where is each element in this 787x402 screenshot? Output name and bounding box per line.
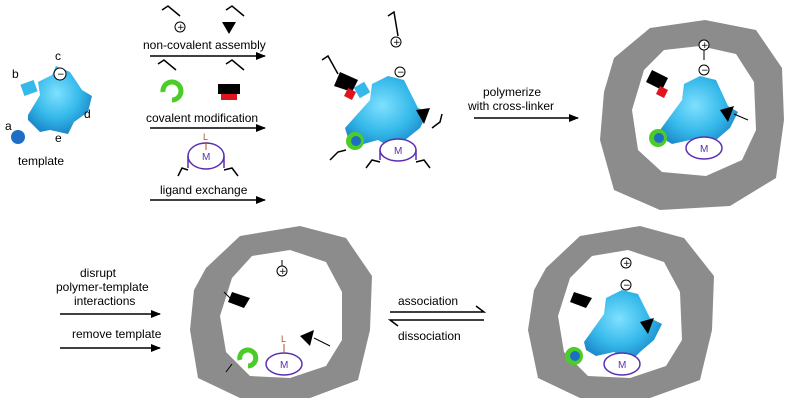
- arrow-dissociation: [387, 319, 484, 327]
- polymerize-label-line1: polymerize: [483, 85, 541, 99]
- arrow-association: [390, 305, 487, 313]
- prepolymerization-complex: − + M: [321, 10, 443, 169]
- monomer-row-2: [157, 59, 245, 103]
- triangle-monomer: [222, 22, 236, 34]
- non-covalent-assembly-label: non-covalent assembly: [143, 38, 266, 52]
- site-d-label: d: [84, 107, 91, 121]
- ligand-label: L: [203, 132, 208, 142]
- template-minus-sign: −: [57, 70, 65, 80]
- site-b-label: b: [12, 67, 19, 81]
- polymer-metal-label: M: [700, 144, 708, 155]
- polymer-minus-sign: −: [701, 66, 709, 76]
- site-a-label: a: [5, 119, 12, 133]
- complex-metal-label: M: [394, 146, 402, 157]
- dissociation-label: dissociation: [398, 329, 461, 343]
- cavity-metal-label: M: [280, 360, 288, 371]
- disrupt-label-line1: disrupt: [80, 266, 117, 280]
- site-a-blue-circle: [11, 130, 25, 144]
- remove-template-label: remove template: [72, 327, 162, 341]
- association-label: association: [398, 294, 458, 308]
- polymer-plus-sign: +: [701, 41, 709, 51]
- polymerize-label-line2: with cross-linker: [467, 99, 554, 113]
- rebound-minus-sign: −: [623, 281, 631, 291]
- template-label: template: [18, 154, 64, 168]
- red-block-monomer: [221, 94, 237, 100]
- disrupt-label-line3: interactions: [74, 294, 135, 308]
- polymer-with-template: − + M: [600, 20, 784, 210]
- cavity-plus-sign: +: [279, 267, 287, 277]
- template-molecule: −: [11, 66, 92, 144]
- ligand-complex-monomer: M L: [177, 132, 239, 177]
- complex-plus-sign: +: [393, 38, 401, 48]
- green-ring-monomer: [160, 79, 184, 103]
- monomer-row-1: +: [161, 5, 245, 34]
- complex-minus-sign: −: [397, 68, 405, 78]
- site-c-label: c: [55, 49, 61, 63]
- cavity-green-ring: [237, 347, 259, 369]
- rebound-polymer: − + M: [528, 226, 714, 398]
- metal-label: M: [202, 152, 210, 163]
- imprinted-cavity: + M L: [190, 226, 372, 398]
- ligand-exchange-label: ligand exchange: [160, 183, 248, 197]
- covalent-modification-label: covalent modification: [146, 111, 258, 125]
- site-e-label: e: [55, 131, 62, 145]
- disrupt-label-line2: polymer-template: [56, 280, 149, 294]
- rebound-metal-label: M: [618, 360, 626, 371]
- rebound-plus-sign: +: [623, 259, 631, 269]
- cavity-ligand-label: L: [281, 334, 286, 344]
- plus-sign-monomer: +: [177, 23, 185, 33]
